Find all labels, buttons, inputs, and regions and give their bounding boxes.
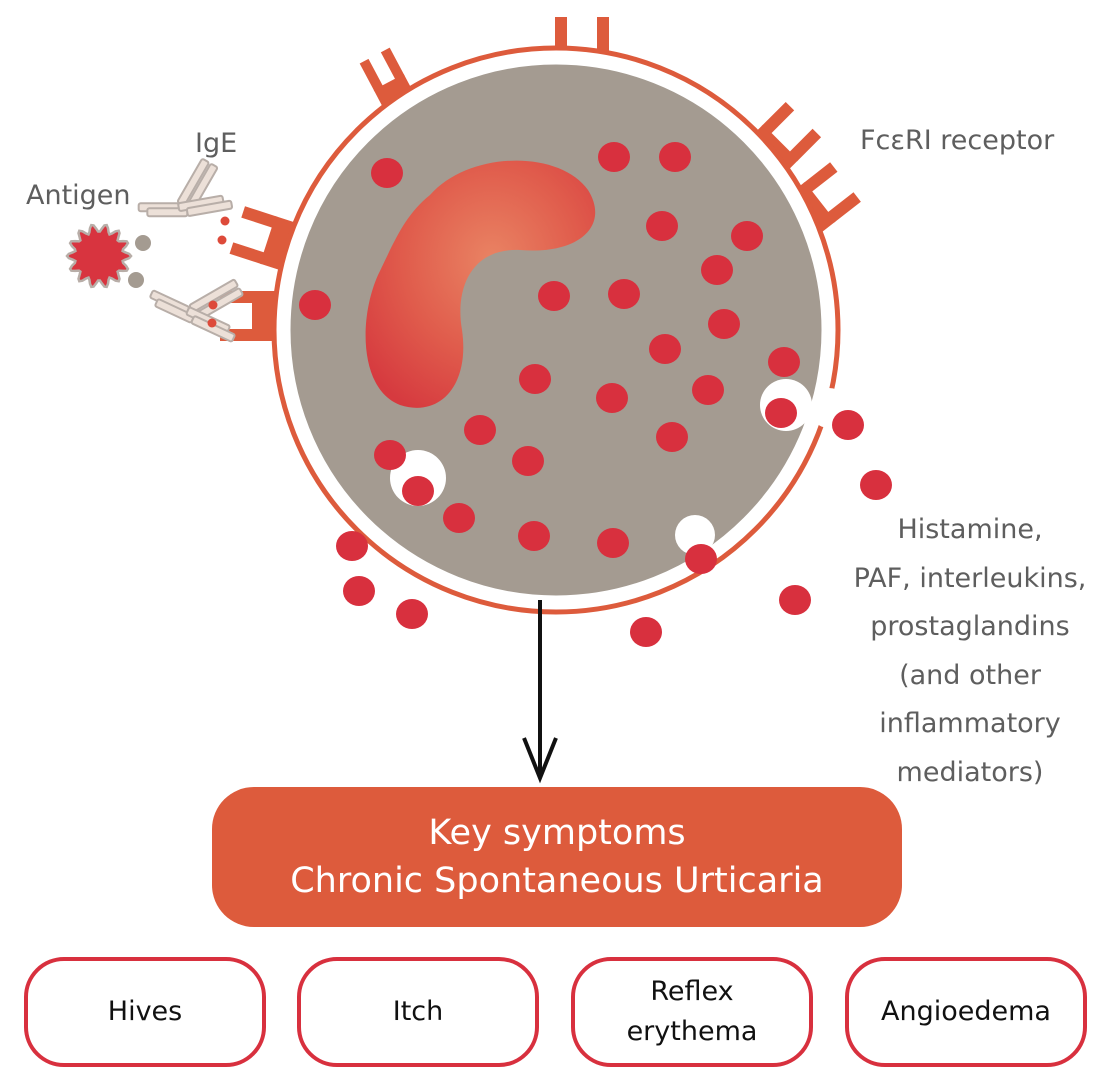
granule (692, 375, 724, 405)
granule (659, 142, 691, 172)
condition-name: Chronic Spontaneous Urticaria (290, 861, 824, 901)
symptom-label: Angioedema (881, 996, 1051, 1027)
antigen (65, 223, 133, 289)
granule (343, 576, 375, 606)
granule (596, 383, 628, 413)
symptom-label: Reflex erythema (626, 976, 758, 1047)
mediators-line: (and other (899, 659, 1041, 691)
granule (701, 255, 733, 285)
granule (299, 290, 331, 320)
granule (630, 617, 662, 647)
granule (519, 364, 551, 394)
antigen-binding-sites (128, 235, 151, 288)
key-symptoms-title: Key symptoms (428, 813, 686, 853)
granule (832, 410, 864, 440)
granule (538, 281, 570, 311)
symptom-label: Hives (107, 996, 183, 1027)
granule (708, 309, 740, 339)
mediators-line: Histamine, (897, 514, 1043, 545)
granule (597, 528, 629, 558)
mediators-line: PAF, interleukins, (853, 562, 1087, 594)
membrane-inner-gap (281, 55, 831, 605)
nucleus (365, 160, 596, 408)
mediators-label: Histamine, PAF, interleukins, prostaglan… (828, 506, 1112, 797)
ige-binding-dots (207, 216, 230, 328)
granule (518, 521, 550, 551)
granule (443, 503, 475, 533)
ige-antibodies (128, 158, 244, 343)
granule (396, 599, 428, 629)
granule (646, 211, 678, 241)
granule (371, 158, 403, 188)
receptor-left-upper (229, 206, 299, 272)
ige-label: IgE (195, 128, 238, 159)
granules (299, 142, 892, 647)
granule (779, 585, 811, 615)
granule (649, 334, 681, 364)
granule (860, 470, 892, 500)
symptom-label: Itch (392, 996, 444, 1027)
mediators-line: mediators) (896, 756, 1044, 788)
granule (768, 347, 800, 377)
granule (598, 142, 630, 172)
antigen-label: Antigen (26, 180, 131, 211)
symptom-itch: Itch (297, 957, 539, 1067)
mediators-line: inflammatory (879, 708, 1061, 739)
granule (374, 440, 406, 470)
granule (512, 446, 544, 476)
mediators-line: prostaglandins (870, 611, 1070, 642)
receptor-label: FcεRI receptor (860, 125, 1055, 156)
granule (464, 415, 496, 445)
symptom-angioedema: Angioedema (845, 957, 1087, 1067)
ige-antibody-lower (149, 278, 244, 343)
symptom-reflex-erythema: Reflex erythema (571, 957, 813, 1067)
symptom-hives: Hives (24, 957, 266, 1067)
key-symptoms-box: Key symptoms Chronic Spontaneous Urticar… (212, 787, 902, 927)
granule (731, 221, 763, 251)
ige-antibody-upper (137, 158, 234, 218)
granule (656, 422, 688, 452)
granule (765, 398, 797, 428)
granule (402, 476, 434, 506)
granule (608, 279, 640, 309)
down-arrow (522, 600, 558, 784)
granule (685, 544, 717, 574)
granule (336, 531, 368, 561)
